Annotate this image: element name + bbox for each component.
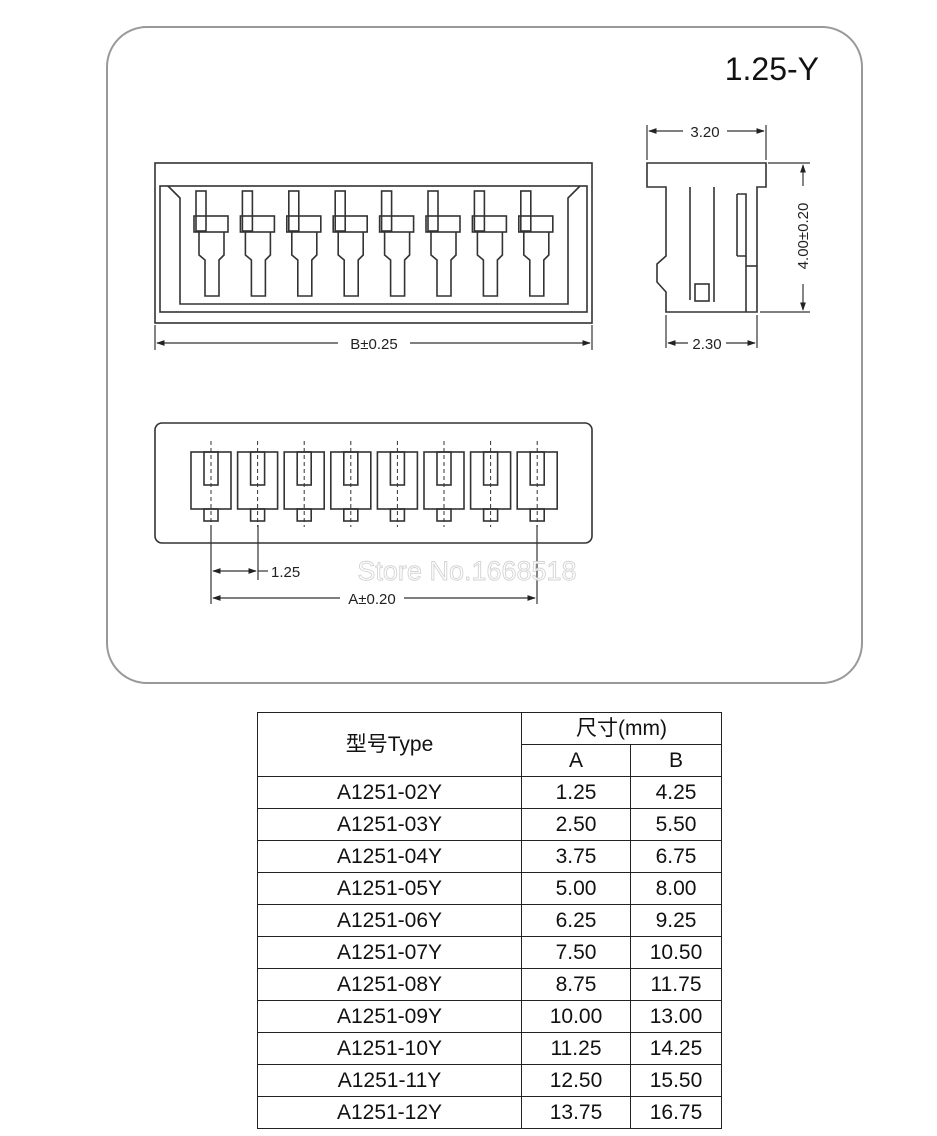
front-slots (193, 190, 554, 297)
connector-drawing: 1.25-Y B±0.25 3.20 (106, 26, 863, 684)
cell-b: 8.00 (629, 872, 723, 905)
front-slot (332, 190, 369, 297)
cell-b: 9.25 (629, 904, 723, 937)
cell-type: A1251-03Y (257, 808, 522, 841)
top-cell (329, 441, 372, 527)
dimension-b-label: B±0.25 (350, 336, 397, 353)
cell-a: 11.25 (521, 1032, 631, 1065)
top-cell (190, 441, 232, 527)
side-view (646, 162, 767, 313)
cell-b: 11.75 (629, 968, 723, 1001)
watermark: Store No.1668518 (357, 556, 576, 586)
top-cell (236, 441, 279, 527)
cell-type: A1251-07Y (257, 936, 522, 969)
dimension-a (212, 525, 538, 604)
cell-b: 10.50 (629, 936, 723, 969)
cell-type: A1251-06Y (257, 904, 522, 937)
cell-type: A1251-04Y (257, 840, 522, 873)
cell-type: A1251-09Y (257, 1000, 522, 1033)
cell-a: 7.50 (521, 936, 631, 969)
cell-a: 8.75 (521, 968, 631, 1001)
front-slot (285, 190, 322, 297)
cell-b: 13.00 (629, 1000, 723, 1033)
size-column-header: 尺寸(mm) (520, 712, 723, 745)
dimension-4-00 (760, 162, 810, 313)
cell-a: 1.25 (521, 776, 631, 809)
top-cells (190, 441, 559, 527)
front-slot (425, 190, 461, 297)
cell-b: 16.75 (629, 1096, 723, 1129)
cell-a: 3.75 (521, 840, 631, 873)
cell-type: A1251-02Y (257, 776, 522, 809)
cell-type: A1251-05Y (257, 872, 522, 905)
cell-a: 5.00 (521, 872, 631, 905)
column-a-header: A (521, 744, 631, 777)
cell-b: 4.25 (629, 776, 723, 809)
cell-a: 10.00 (521, 1000, 631, 1033)
front-slot (239, 190, 276, 297)
dimension-pitch (210, 525, 268, 604)
cell-type: A1251-11Y (257, 1064, 522, 1097)
dimension-pitch-label: 1.25 (271, 564, 300, 581)
top-view (154, 422, 593, 544)
top-cell (423, 441, 465, 527)
cell-b: 5.50 (629, 808, 723, 841)
cell-a: 6.25 (521, 904, 631, 937)
top-cell (516, 441, 559, 527)
cell-b: 14.25 (629, 1032, 723, 1065)
table-header-row: 型号Type 尺寸(mm) (257, 712, 723, 777)
cell-type: A1251-10Y (257, 1032, 522, 1065)
drawing-title: 1.25-Y (725, 51, 819, 87)
dimension-3-20-label: 3.20 (690, 124, 719, 141)
dimension-b (154, 325, 593, 350)
top-cell (283, 441, 326, 527)
front-slot (517, 190, 554, 297)
cell-b: 15.50 (629, 1064, 723, 1097)
dimension-2-30-label: 2.30 (692, 336, 721, 353)
top-cell (469, 441, 512, 527)
dimension-4-00-label: 4.00±0.20 (795, 203, 812, 270)
cell-a: 12.50 (521, 1064, 631, 1097)
cell-a: 2.50 (521, 808, 631, 841)
top-cell (376, 441, 419, 527)
dimension-a-label: A±0.20 (348, 591, 395, 608)
cell-a: 13.75 (521, 1096, 631, 1129)
front-slot (193, 190, 229, 297)
dimension-3-20 (646, 125, 767, 160)
column-b-header: B (629, 744, 723, 777)
front-view (154, 162, 593, 324)
cell-type: A1251-08Y (257, 968, 522, 1001)
drawing-frame (106, 26, 863, 684)
cell-b: 6.75 (629, 840, 723, 873)
type-column-header: 型号Type (257, 712, 522, 777)
cell-type: A1251-12Y (257, 1096, 522, 1129)
dimension-2-30 (665, 315, 758, 348)
front-slot (471, 190, 508, 297)
front-slot (378, 190, 415, 297)
